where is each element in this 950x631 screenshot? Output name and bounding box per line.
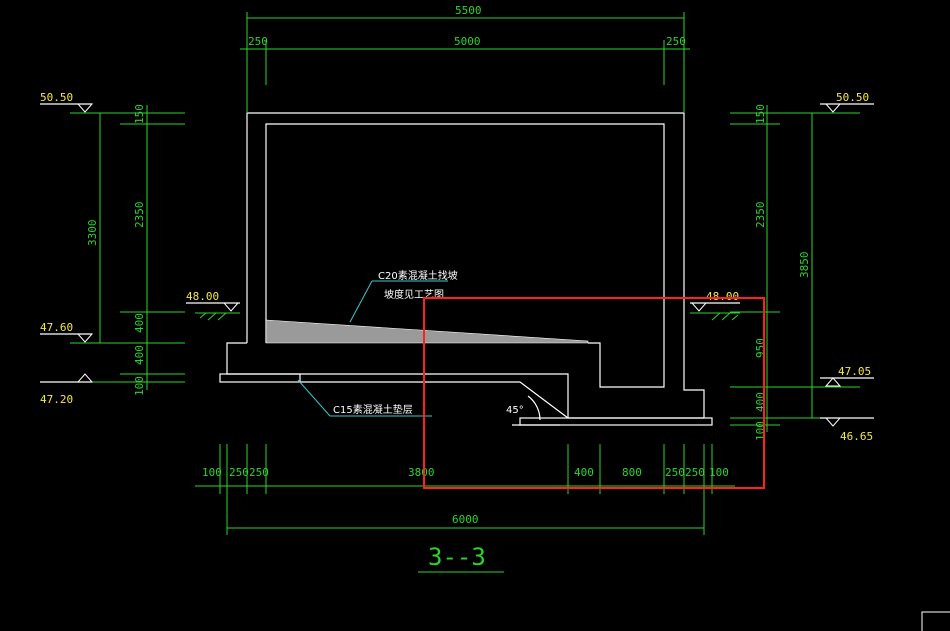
dim-250-bottom-a: 250 xyxy=(229,466,249,479)
dim-5000: 5000 xyxy=(454,35,481,48)
outer-wall-left-top-right xyxy=(246,112,705,418)
level-marker-icon xyxy=(76,373,94,383)
c15-cushion-right xyxy=(519,417,713,426)
note-c20-line1: C20素混凝土找坡 xyxy=(378,269,458,282)
ground-hatch-icon xyxy=(711,312,739,321)
dim-800-bottom: 800 xyxy=(622,466,642,479)
level-right-bottom: 46.65 xyxy=(840,430,873,443)
viewport-corner-frame xyxy=(921,611,950,631)
right-dimensions: 150 2350 3850 950 400 100 50.50 48.00 47… xyxy=(690,91,874,443)
ground-hatch-icon xyxy=(199,312,227,321)
level-left-bottom: 47.20 xyxy=(40,393,73,406)
dim-100-bottom-b: 100 xyxy=(709,466,729,479)
level-marker-icon xyxy=(824,377,842,387)
top-dimensions: 5500 250 5000 250 xyxy=(240,4,690,113)
level-left-mid: 47.60 xyxy=(40,321,73,334)
note-c15: C15素混凝土垫层 xyxy=(333,403,413,416)
section-title: 3--3 xyxy=(428,543,486,571)
dim-250-right: 250 xyxy=(666,35,686,48)
dim-6000: 6000 xyxy=(452,513,479,526)
angle-mark: 45° xyxy=(506,395,560,426)
level-left-ground: 48.00 xyxy=(186,290,219,303)
angle-label: 45° xyxy=(506,405,524,416)
dim-250-bottom-b: 250 xyxy=(249,466,269,479)
dim-150-right: 150 xyxy=(754,104,767,124)
c20-sloped-fill xyxy=(265,319,589,344)
dim-3300: 3300 xyxy=(86,220,99,247)
level-marker-icon xyxy=(222,302,240,312)
note-c20-line2: 坡度见工艺图 xyxy=(384,288,444,301)
dim-2350-left: 2350 xyxy=(133,202,146,229)
level-marker-icon xyxy=(824,103,842,113)
level-marker-icon xyxy=(824,417,842,427)
leader-line-c20 xyxy=(349,280,373,323)
bottom-dimensions: 100 250 250 3800 400 800 250 250 100 600… xyxy=(195,444,735,535)
dim-150-left: 150 xyxy=(133,104,146,124)
left-dimensions: 3300 150 2350 400 400 100 50.50 48.00 47… xyxy=(40,91,240,406)
level-marker-icon xyxy=(690,302,708,312)
structure-outline xyxy=(219,112,713,426)
section-title-group: 3--3 xyxy=(418,543,504,573)
level-right-top: 50.50 xyxy=(836,91,869,104)
dim-2350-right: 2350 xyxy=(754,202,767,229)
highlight-selection-box[interactable] xyxy=(423,297,765,489)
dim-400-left-b: 400 xyxy=(133,345,146,365)
level-marker-icon xyxy=(76,103,94,113)
dim-5500: 5500 xyxy=(455,4,482,17)
dim-250-bottom-c: 250 xyxy=(665,466,685,479)
dim-100-bottom: 100 xyxy=(202,466,222,479)
dim-950-right: 950 xyxy=(754,338,767,358)
dim-400-right: 400 xyxy=(754,392,767,412)
c15-cushion-slope xyxy=(300,381,569,419)
dim-100-right: 100 xyxy=(754,421,767,441)
level-marker-icon xyxy=(76,333,94,343)
dim-3850: 3850 xyxy=(798,252,811,279)
leader-line-c15 xyxy=(297,379,331,417)
level-left-top: 50.50 xyxy=(40,91,73,104)
dim-250-bottom-d: 250 xyxy=(685,466,705,479)
level-right-mid: 47.05 xyxy=(838,365,871,378)
dim-250-left: 250 xyxy=(248,35,268,48)
inner-chamber xyxy=(265,123,665,388)
dim-400-bottom: 400 xyxy=(574,466,594,479)
c15-cushion-left xyxy=(219,373,301,383)
dim-3800: 3800 xyxy=(408,466,435,479)
dim-400-left-a: 400 xyxy=(133,313,146,333)
level-right-ground: 48.00 xyxy=(706,290,739,303)
dim-100-left: 100 xyxy=(133,376,146,396)
